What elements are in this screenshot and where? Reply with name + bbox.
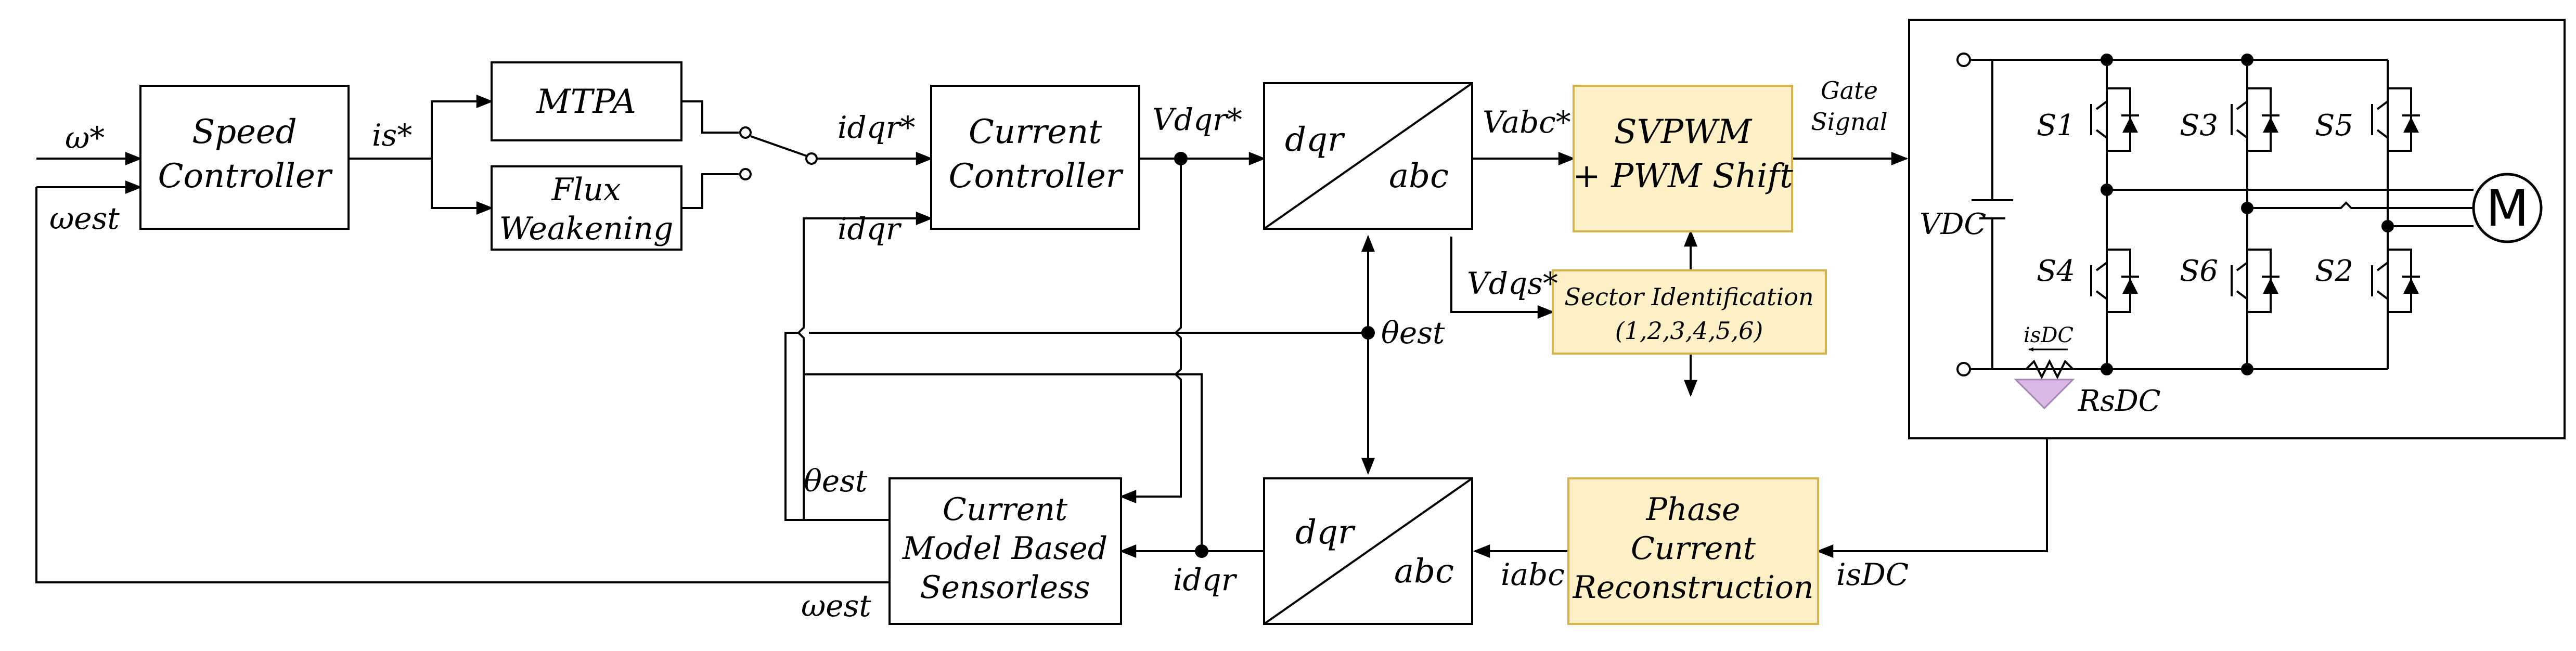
label-s1: S1 [2037,109,2075,142]
speed-controller-line1: Speed [192,113,297,151]
signal-labels: ω* ωest is* idqr* idqr Vdqr* Vabc* Vdqs*… [49,76,1909,623]
dqr-abc-top-dqr: dqr [1285,121,1345,159]
wire-mtpa-out [681,100,739,134]
dqr-abc-bottom-abc: abc [1394,552,1454,591]
label-theta-est-left: θest [804,463,868,499]
motor-icon [2472,173,2543,243]
label-idqr-star: idqr* [838,110,916,145]
sensorless-line3: Sensorless [920,569,1090,606]
mtpa-block: MTPA [491,61,682,141]
pcr-line2: Current [1631,530,1756,567]
switch-contact-bottom [739,168,752,180]
dqr-abc-bottom-dqr: dqr [1295,513,1356,552]
switch-s6 [2231,249,2279,313]
signal-wires [35,95,2048,583]
dqr-abc-top-abc: abc [1389,157,1449,196]
wire-theta-left [784,332,890,521]
shunt-ground-icon [2014,379,2075,410]
label-theta-est-right: θest [1381,315,1445,350]
switch-contact-top [739,126,752,139]
switch-s2 [2371,249,2420,313]
sensorless-line1: Current [943,491,1068,528]
speed-controller-block: Speed Controller [139,85,350,230]
label-s3: S3 [2180,109,2218,142]
svpwm-line2: + PWM Shift [1573,157,1793,196]
label-gate-line1: Gate [1821,76,1878,105]
label-isdc-inner: isDC [2024,323,2073,347]
dqr-abc-bottom-block: dqr abc [1263,477,1473,625]
label-vdqs-star: Vdqs* [1467,266,1558,301]
label-isdc-out: isDC [1836,557,1909,592]
sensorless-block: Current Model Based Sensorless [888,477,1122,625]
label-omega-est-in: ωest [49,201,120,236]
dqr-abc-top-block: dqr abc [1263,82,1473,230]
label-iabc: iabc [1501,557,1565,592]
flux-weakening-block: Flux Weakening [491,165,682,251]
pcr-line1: Phase [1645,491,1740,528]
label-idqr-bottom: idqr [1173,562,1238,597]
label-gate-line2: Signal [1811,108,1887,136]
label-vabc-star: Vabc* [1483,105,1571,140]
wire-to-fw [431,159,494,215]
svpwm-block: SVPWM + PWM Shift [1573,85,1793,232]
current-controller-block: Current Controller [930,85,1140,230]
svpwm-line1: SVPWM [1614,113,1753,151]
label-s5: S5 [2315,109,2353,142]
switch-s4 [2090,249,2139,313]
current-controller-line1: Current [969,113,1102,151]
label-s4: S4 [2037,254,2075,288]
sector-id-line1: Sector Identification [1564,283,1813,311]
sector-id-line2: (1,2,3,4,5,6) [1615,317,1763,345]
wire-vdqs-star [1450,237,1555,319]
wire-fw-out [681,173,739,209]
label-vdqr-star: Vdqr* [1152,102,1242,137]
speed-controller-line2: Controller [158,157,333,196]
wire-omega-est-loop [35,187,890,583]
motor-label: M [2486,179,2529,238]
dc-terminal-bottom [1956,362,1971,376]
label-rsdc: RsDC [2078,384,2161,418]
switch-pivot [805,152,818,165]
switch-s3 [2231,87,2279,152]
label-s6: S6 [2180,254,2218,288]
shunt-resistor [2025,359,2074,380]
mtpa-label: MTPA [536,83,636,121]
wire-idqr-fb [797,212,933,520]
switch-blade [750,135,807,157]
wire-idqr-loop [804,373,1203,551]
flux-weakening-line2: Weakening [499,211,674,247]
wire-vdqr-to-sensorless [1119,159,1182,503]
sector-identification-block: Sector Identification (1,2,3,4,5,6) [1552,269,1827,355]
phase-current-reconstruction-block: Phase Current Reconstruction [1567,477,1819,625]
current-controller-line2: Controller [949,157,1124,196]
pcr-line3: Reconstruction [1573,569,1814,606]
label-omega-ref: ω* [65,120,105,155]
flux-weakening-line1: Flux [551,172,621,208]
dc-terminal-top [1956,53,1971,67]
label-s2: S2 [2315,254,2353,288]
wire-isdc [1816,439,2048,558]
junction-idqr [1195,544,1208,558]
inverter-block: VDC [1908,19,2566,439]
wire-to-mtpa [431,95,494,159]
label-idqr-fb: idqr [838,211,902,246]
label-omega-est-out: ωest [801,588,871,623]
switch-s5 [2371,87,2420,152]
sensorless-line2: Model Based [902,530,1107,567]
label-is-star: is* [372,118,412,153]
label-vdc: VDC [1920,207,1986,241]
switch-s1 [2090,87,2139,152]
